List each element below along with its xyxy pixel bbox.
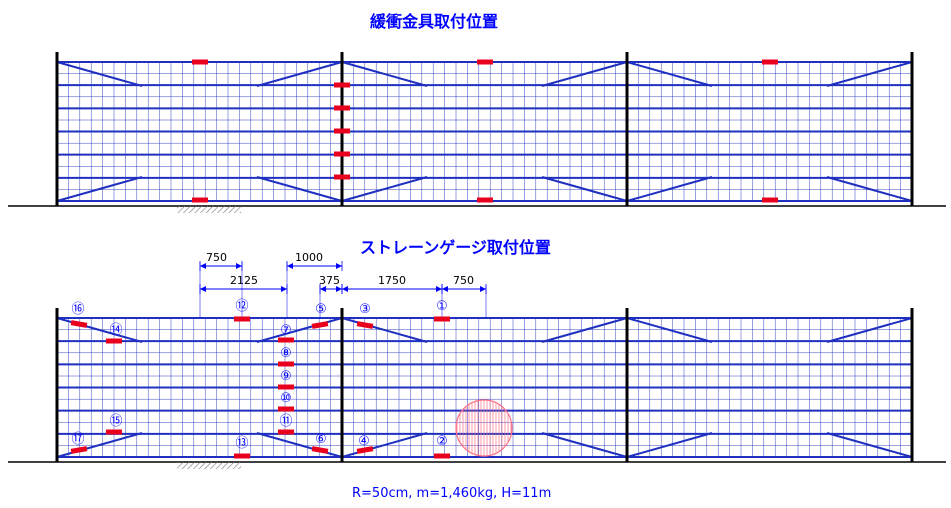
buffer-pad <box>278 361 294 367</box>
strain-gauge-label: ⑩ <box>280 391 292 406</box>
dimension-arrowhead <box>336 286 342 292</box>
dimension-label: 1000 <box>295 251 323 264</box>
diagonal-brace <box>56 432 143 458</box>
strain-gauge-label: ⑬ <box>235 436 248 451</box>
diagonal-brace <box>541 61 628 87</box>
strain-gauge-label: ⑤ <box>315 302 327 317</box>
dimension-arrowhead <box>442 286 448 292</box>
diagonal-brace <box>826 61 913 87</box>
strain-gauge-label: ⑧ <box>280 346 292 361</box>
fence-elevation-strain <box>8 308 946 469</box>
buffer-pad <box>762 59 778 65</box>
strain-gauge-label: ⑥ <box>315 432 327 447</box>
diagonal-brace <box>341 317 428 343</box>
buffer-pad <box>106 429 122 435</box>
buffer-pad <box>311 446 329 454</box>
diagonal-brace <box>826 432 913 458</box>
strain-gauge-label: ⑨ <box>280 369 292 384</box>
buffer-pad <box>278 337 294 343</box>
buffer-pad <box>70 320 88 328</box>
diagonal-brace <box>256 61 343 87</box>
buffer-pad <box>334 128 350 134</box>
buffer-pad <box>434 316 450 322</box>
diagonal-brace <box>826 317 913 343</box>
diagonal-brace <box>56 317 143 343</box>
buffer-pad <box>334 151 350 157</box>
dimension-arrowhead <box>480 286 486 292</box>
buffer-pad <box>762 197 778 203</box>
dimension-lines: 750 1000 2125 375 1750 750 <box>199 251 487 318</box>
test-conditions-caption: R=50cm, m=1,460kg, H=11m <box>352 486 552 501</box>
diagonal-brace <box>541 432 628 458</box>
buffer-fitting-title: 緩衝金具取付位置 <box>370 12 499 31</box>
dimension-arrowhead <box>342 286 348 292</box>
dimension-label: 750 <box>206 251 227 264</box>
buffer-pad <box>334 174 350 180</box>
buffer-pad <box>278 429 294 435</box>
strain-gauge-title: ストレーンゲージ取付位置 <box>360 238 551 257</box>
diagonal-brace <box>256 432 343 458</box>
diagonal-brace <box>626 61 713 87</box>
strain-gauges: ① ② ③ ④ ⑤ ⑥ ⑦ ⑧ ⑨ ⑩ ⑪ ⑫ ⑬ ⑭ ⑮ ⑯ ⑰ <box>70 299 450 459</box>
diagonal-brace <box>341 432 428 458</box>
dimension-arrowhead <box>436 286 442 292</box>
diagonal-brace <box>56 61 143 87</box>
diagonal-brace <box>541 176 628 202</box>
diagonal-brace <box>256 317 343 343</box>
diagonal-brace <box>541 317 628 343</box>
dimension-arrowhead <box>200 286 206 292</box>
diagonal-brace <box>826 176 913 202</box>
buffer-pad <box>278 384 294 390</box>
strain-gauge-label: ⑮ <box>109 414 122 429</box>
strain-gauge-label: ⑰ <box>71 432 84 447</box>
buffer-pad <box>234 453 250 459</box>
buffer-pad <box>311 321 329 329</box>
dimension-label: 1750 <box>378 274 406 287</box>
ground-footing-hatch <box>177 206 241 213</box>
buffer-pad <box>356 446 374 454</box>
impact-area-circle <box>455 399 513 457</box>
diagonal-brace <box>626 176 713 202</box>
buffer-pad <box>334 82 350 88</box>
strain-gauge-label: ② <box>436 434 448 449</box>
strain-gauge-label: ③ <box>359 302 371 317</box>
dimension-arrowhead <box>281 286 287 292</box>
buffer-pad <box>477 59 493 65</box>
dimension-arrowhead <box>320 286 326 292</box>
buffer-pad <box>70 446 88 454</box>
dimension-arrowhead <box>236 263 242 269</box>
diagonal-brace <box>341 176 428 202</box>
strain-gauge-label: ⑪ <box>279 414 292 429</box>
strain-gauge-label: ⑦ <box>280 323 292 338</box>
buffer-pad <box>356 321 374 329</box>
buffer-pad <box>234 316 250 322</box>
diagonal-brace <box>626 432 713 458</box>
buffer-pad <box>278 406 294 412</box>
dimension-label: 375 <box>319 274 340 287</box>
buffer-pad <box>192 197 208 203</box>
dimension-arrowhead <box>287 263 293 269</box>
buffer-pad <box>106 338 122 344</box>
diagonal-brace <box>56 176 143 202</box>
diagonal-brace <box>341 61 428 87</box>
diagonal-brace <box>626 317 713 343</box>
strain-gauge-label: ⑯ <box>71 302 84 317</box>
diagonal-brace <box>256 176 343 202</box>
buffer-pad <box>477 197 493 203</box>
dimension-arrowhead <box>200 263 206 269</box>
dimension-label: 750 <box>453 274 474 287</box>
ground-footing-hatch <box>177 462 241 469</box>
buffer-pad <box>434 453 450 459</box>
buffer-pad <box>334 105 350 111</box>
strain-gauge-label: ⑫ <box>235 299 248 314</box>
fence-elevation-buffer <box>8 52 946 213</box>
dimension-label: 2125 <box>230 274 258 287</box>
strain-gauge-label: ① <box>436 299 448 314</box>
strain-gauge-label: ④ <box>358 434 370 449</box>
buffer-pad <box>192 59 208 65</box>
strain-gauge-label: ⑭ <box>109 323 122 338</box>
dimension-arrowhead <box>336 263 342 269</box>
